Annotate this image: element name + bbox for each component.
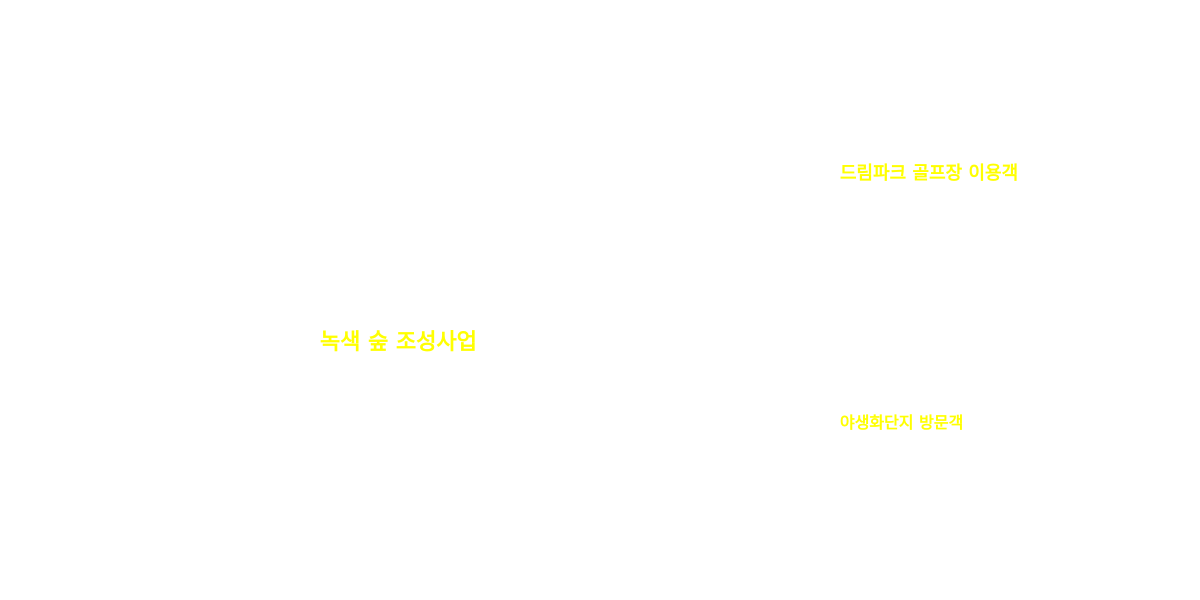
dream-park-golf-visitors-label: 드림파크 골프장 이용객 xyxy=(840,163,1019,184)
green-forest-project-label: 녹색 숲 조성사업 xyxy=(320,330,477,355)
wildflower-complex-visitors-label: 야생화단지 방문객 xyxy=(840,413,964,432)
